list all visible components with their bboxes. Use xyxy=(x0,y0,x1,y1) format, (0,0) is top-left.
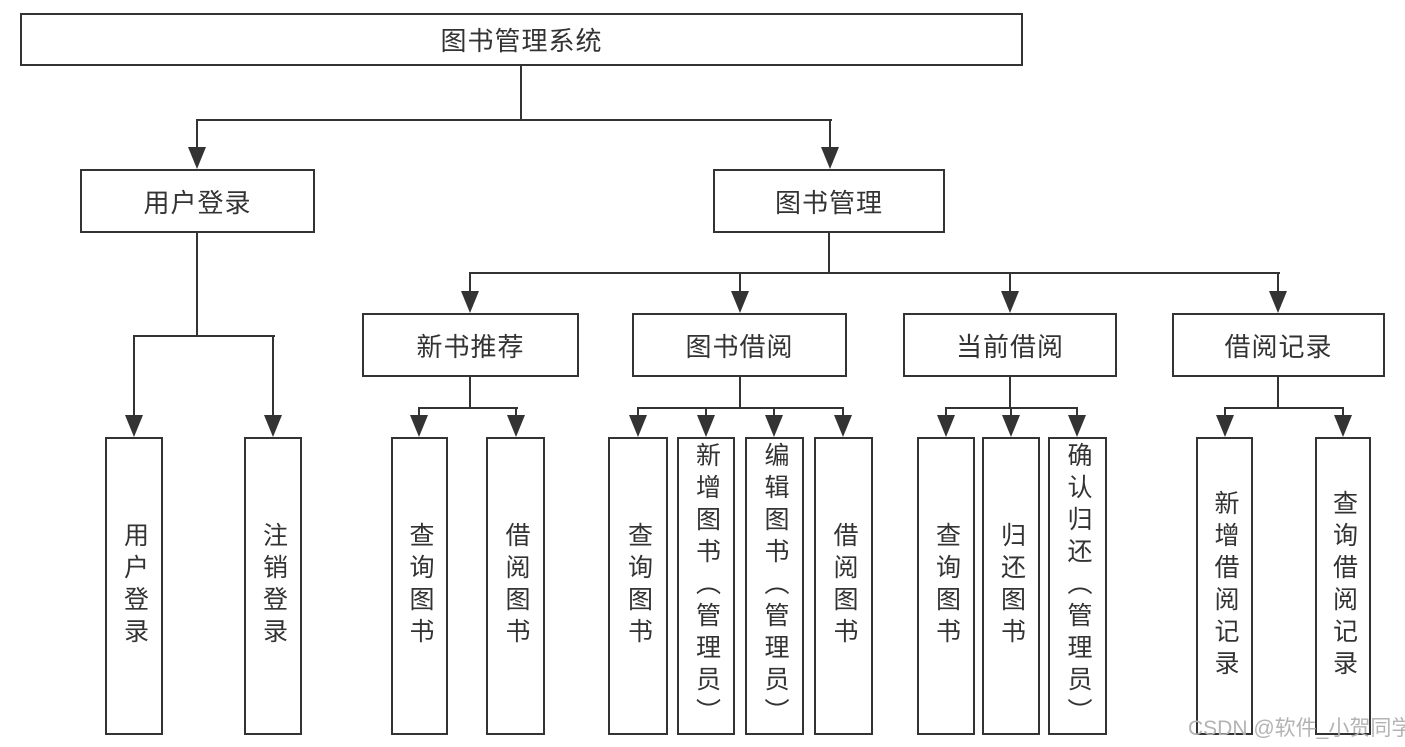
connector-line xyxy=(196,119,198,149)
leaf-label: 查询图书 xyxy=(932,522,961,650)
connector-line xyxy=(469,377,471,408)
arrow-down-icon xyxy=(834,415,852,437)
connector-line xyxy=(515,407,517,417)
connector-line xyxy=(1277,272,1279,293)
connector-line xyxy=(739,377,741,408)
leaf-br-query-record: 查询借阅记录 xyxy=(1315,437,1371,735)
leaf-label: 注销登录 xyxy=(259,522,288,650)
leaf-label: 编辑图书（管理员） xyxy=(761,442,789,730)
leaf-cb-query-books: 查询图书 xyxy=(917,437,975,735)
connector-line xyxy=(705,407,707,417)
leaf-label: 新增图书（管理员） xyxy=(692,442,721,730)
node-label: 当前借阅 xyxy=(955,331,1064,362)
leaf-cb-return-books: 归还图书 xyxy=(982,437,1040,735)
connector-line xyxy=(133,335,275,337)
connector-line xyxy=(469,272,1280,274)
connector-line xyxy=(1277,377,1279,408)
node-book-management: 图书管理 xyxy=(713,169,945,233)
leaf-logout: 注销登录 xyxy=(244,437,302,735)
arrow-down-icon xyxy=(461,291,479,313)
leaf-bb-add-books-admin: 新增图书（管理员） xyxy=(677,437,735,735)
arrow-down-icon xyxy=(188,147,206,169)
node-label: 图书管理 xyxy=(774,187,883,218)
node-current-borrowing: 当前借阅 xyxy=(903,313,1117,377)
connector-line xyxy=(418,407,420,417)
arrow-down-icon xyxy=(629,415,647,437)
arrow-down-icon xyxy=(1269,291,1287,313)
connector-line xyxy=(842,407,844,417)
leaf-label: 借阅图书 xyxy=(502,522,530,650)
arrow-down-icon xyxy=(697,415,715,437)
leaf-label: 查询借阅记录 xyxy=(1329,490,1358,682)
connector-line xyxy=(520,66,522,121)
leaf-bb-edit-books-admin: 编辑图书（管理员） xyxy=(745,437,804,735)
connector-line xyxy=(739,272,741,293)
connector-line xyxy=(1224,407,1226,417)
leaf-label: 新增借阅记录 xyxy=(1211,490,1239,682)
arrow-down-icon xyxy=(731,291,749,313)
connector-line xyxy=(1224,407,1344,409)
connector-line xyxy=(637,407,639,417)
node-user-login: 用户登录 xyxy=(80,169,315,233)
arrow-down-icon xyxy=(765,415,783,437)
leaf-label: 借阅图书 xyxy=(830,522,858,650)
node-label: 图书管理系统 xyxy=(440,26,603,56)
connector-line xyxy=(272,335,274,417)
connector-line xyxy=(828,233,830,274)
arrow-down-icon xyxy=(1068,415,1086,437)
connector-line xyxy=(196,119,832,121)
node-label: 图书借阅 xyxy=(685,331,794,362)
connector-line xyxy=(1009,377,1011,408)
connector-line xyxy=(829,119,831,149)
leaf-nb-borrow-books: 借阅图书 xyxy=(486,437,545,735)
arrow-down-icon xyxy=(125,415,143,437)
leaf-label: 确认归还（管理员） xyxy=(1064,442,1092,730)
leaf-br-add-record: 新增借阅记录 xyxy=(1196,437,1253,735)
leaf-bb-query-books: 查询图书 xyxy=(608,437,668,735)
connector-line xyxy=(196,233,198,337)
arrow-down-icon xyxy=(1216,415,1234,437)
arrow-down-icon xyxy=(264,415,282,437)
node-borrowing-records: 借阅记录 xyxy=(1172,313,1385,377)
node-new-book-recommendation: 新书推荐 xyxy=(362,313,579,377)
arrow-down-icon xyxy=(937,415,955,437)
connector-line xyxy=(945,407,947,417)
node-label: 新书推荐 xyxy=(416,331,525,362)
leaf-label: 查询图书 xyxy=(624,522,653,650)
connector-line xyxy=(133,335,135,417)
node-label: 借阅记录 xyxy=(1224,331,1333,362)
connector-line xyxy=(773,407,775,417)
leaf-cb-confirm-return-admin: 确认归还（管理员） xyxy=(1048,437,1107,735)
node-library-management-system: 图书管理系统 xyxy=(20,13,1023,66)
arrow-down-icon xyxy=(1001,291,1019,313)
arrow-down-icon xyxy=(821,147,839,169)
connector-line xyxy=(637,407,844,409)
leaf-nb-query-books: 查询图书 xyxy=(391,437,448,735)
connector-line xyxy=(1342,407,1344,417)
connector-line xyxy=(1076,407,1078,417)
leaf-user-login: 用户登录 xyxy=(105,437,163,735)
connector-line xyxy=(469,272,471,293)
watermark: CSDN @软件_小贺同学 xyxy=(1188,717,1405,740)
connector-line xyxy=(1009,272,1011,293)
node-label: 用户登录 xyxy=(143,187,252,218)
node-book-borrowing: 图书借阅 xyxy=(632,313,847,377)
arrow-down-icon xyxy=(410,415,428,437)
connector-line xyxy=(418,407,518,409)
leaf-label: 查询图书 xyxy=(406,522,434,650)
leaf-bb-borrow-books: 借阅图书 xyxy=(814,437,873,735)
connector-line xyxy=(1010,407,1012,417)
leaf-label: 归还图书 xyxy=(997,522,1026,650)
arrow-down-icon xyxy=(1002,415,1020,437)
arrow-down-icon xyxy=(507,415,525,437)
arrow-down-icon xyxy=(1334,415,1352,437)
leaf-label: 用户登录 xyxy=(120,522,149,650)
